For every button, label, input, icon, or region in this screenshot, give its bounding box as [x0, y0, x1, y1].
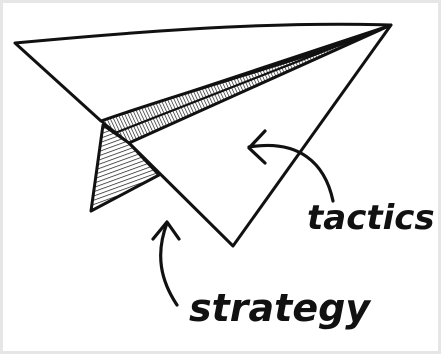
strategy-label: strategy [189, 286, 372, 330]
paper-plane-diagram: tactics strategy [13, 22, 435, 330]
plane-tail-fold [89, 123, 161, 213]
strategy-arrow [151, 220, 181, 307]
plane-keel-line [113, 23, 393, 135]
tactics-arrow [247, 129, 335, 203]
tactics-label: tactics [307, 198, 435, 238]
